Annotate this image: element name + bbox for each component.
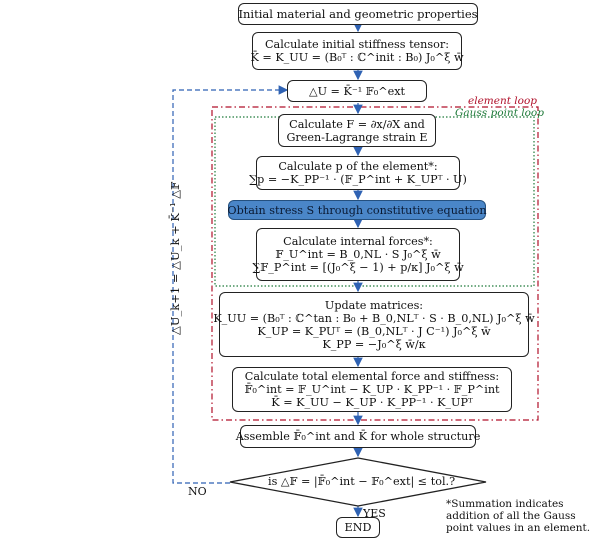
assemble-box: Assemble 𝔽̄₀^int and K̄ for whole struct… [236, 425, 480, 448]
pressure-title: Calculate p of the element*: [278, 160, 438, 173]
deformation-gradient-line-1: Calculate F = ∂x/∂X and [289, 117, 425, 131]
yes-label: YES [363, 507, 386, 520]
pressure-box: Calculate p of the element*: ∑p = −K_PP⁻… [249, 156, 467, 190]
constitutive-stress-text: Obtain stress S through constitutive equ… [227, 203, 487, 217]
update-kup: K_UP = K_PUᵀ = (B_0,NLᵀ · J C⁻¹) J₀^ξ w̄ [257, 324, 491, 338]
convergence-check-text: is △𝔽 = |𝔽̄₀^int − 𝔽₀^ext| ≤ tol.? [268, 475, 456, 488]
displacement-update-rule: △U_k+1 = △U_k + K̄⁻¹ △𝔽 [168, 181, 182, 335]
constitutive-stress-box: Obtain stress S through constitutive equ… [227, 200, 487, 220]
footnote-line-3: point values in an element. [446, 522, 591, 534]
element-loop-frame [211, 106, 539, 421]
footnote: *Summation indicates addition of all the… [446, 498, 590, 534]
footnote-line-2: addition of all the Gauss [446, 510, 576, 522]
element-loop-label: element loop [468, 95, 537, 107]
deformation-gradient-line-2: Green-Lagrange strain E [286, 130, 428, 144]
initial-stiffness-title: Calculate initial stiffness tensor: [265, 38, 449, 51]
deformation-gradient-box: Calculate F = ∂x/∂X and Green-Lagrange s… [278, 114, 436, 147]
total-force-formula: 𝔽̄₀^int = 𝔽_U^int − K_UP · K_PP⁻¹ · 𝔽_P^… [244, 383, 500, 396]
internal-forces-box: Calculate internal forces*: 𝔽_U^int = B_… [252, 228, 464, 281]
displacement-increment-box: △U = K̄⁻¹ 𝔽₀^ext [287, 80, 427, 102]
end-text: END [344, 521, 372, 534]
internal-forces-title: Calculate internal forces*: [283, 235, 433, 248]
no-label: NO [188, 485, 207, 498]
update-matrices-title: Update matrices: [324, 298, 424, 312]
total-force-title: Calculate total elemental force and stif… [244, 370, 500, 383]
assemble-text: Assemble 𝔽̄₀^int and K̄ for whole struct… [235, 430, 481, 443]
displacement-increment-formula: △U = K̄⁻¹ 𝔽₀^ext [308, 84, 406, 98]
footnote-line-1: *Summation indicates [446, 498, 564, 510]
total-force-stiffness-box: Calculate total elemental force and stif… [232, 367, 512, 412]
update-kpp: K_PP = −J₀^ξ w̄/κ [322, 337, 426, 351]
convergence-check-diamond [229, 457, 487, 507]
total-stiffness-formula: K̄ = K_UU − K_UP · K_PP⁻¹ · K_UPᵀ [271, 396, 473, 409]
initial-stiffness-formula: K̄ = K_UU = (B₀ᵀ : ℂ^init : B₀) J₀^ξ w̄ [250, 51, 464, 64]
initial-properties-text: Initial material and geometric propertie… [238, 6, 478, 21]
loop-back-arrow [172, 85, 289, 484]
update-matrices-box: Update matrices: K_UU = (B₀ᵀ : ℂ^tan : B… [213, 292, 535, 357]
initial-properties-box: Initial material and geometric propertie… [238, 3, 478, 25]
initial-stiffness-box: Calculate initial stiffness tensor: K̄ =… [250, 32, 464, 70]
pressure-formula: ∑p = −K_PP⁻¹ · (𝔽_P^int + K_UPᵀ · U) [249, 173, 467, 186]
update-kuu: K_UU = (B₀ᵀ : ℂ^tan : B₀ + B_0,NLᵀ · S ·… [213, 311, 535, 325]
internal-forces-u: 𝔽_U^int = B_0,NL · S J₀^ξ w̄ [275, 248, 441, 261]
gauss-loop-label: Gauss point loop [455, 107, 544, 119]
gauss-loop-frame [214, 116, 535, 287]
internal-forces-p: ∑𝔽_P^int = [(J₀^ξ − 1) + p/κ] J₀^ξ w̄ [252, 261, 464, 274]
end-box: END [336, 517, 380, 538]
